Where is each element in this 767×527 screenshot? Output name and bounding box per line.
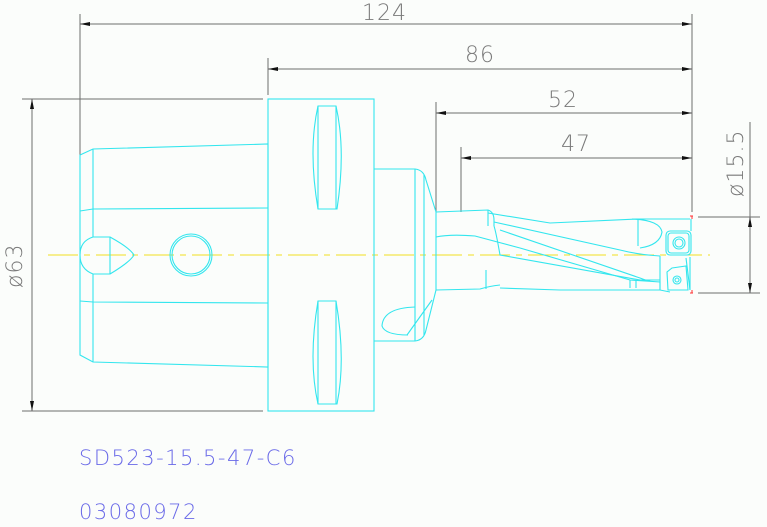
dim-flute-length: 47	[561, 132, 591, 157]
dim-shank-to-tip: 52	[548, 88, 578, 113]
dimension-lines	[22, 14, 760, 412]
tool-model-label: SD523-15.5-47-C6	[79, 446, 297, 470]
tip-markers	[690, 215, 693, 294]
part-number-label: 03080972	[79, 500, 198, 524]
tool-outline	[79, 98, 692, 412]
dim-shank-diameter: ø63	[3, 243, 28, 288]
dim-holder-to-tip: 86	[465, 43, 495, 68]
dim-drill-diameter: ø15.5	[724, 129, 749, 197]
dim-overall-length: 124	[362, 1, 407, 26]
